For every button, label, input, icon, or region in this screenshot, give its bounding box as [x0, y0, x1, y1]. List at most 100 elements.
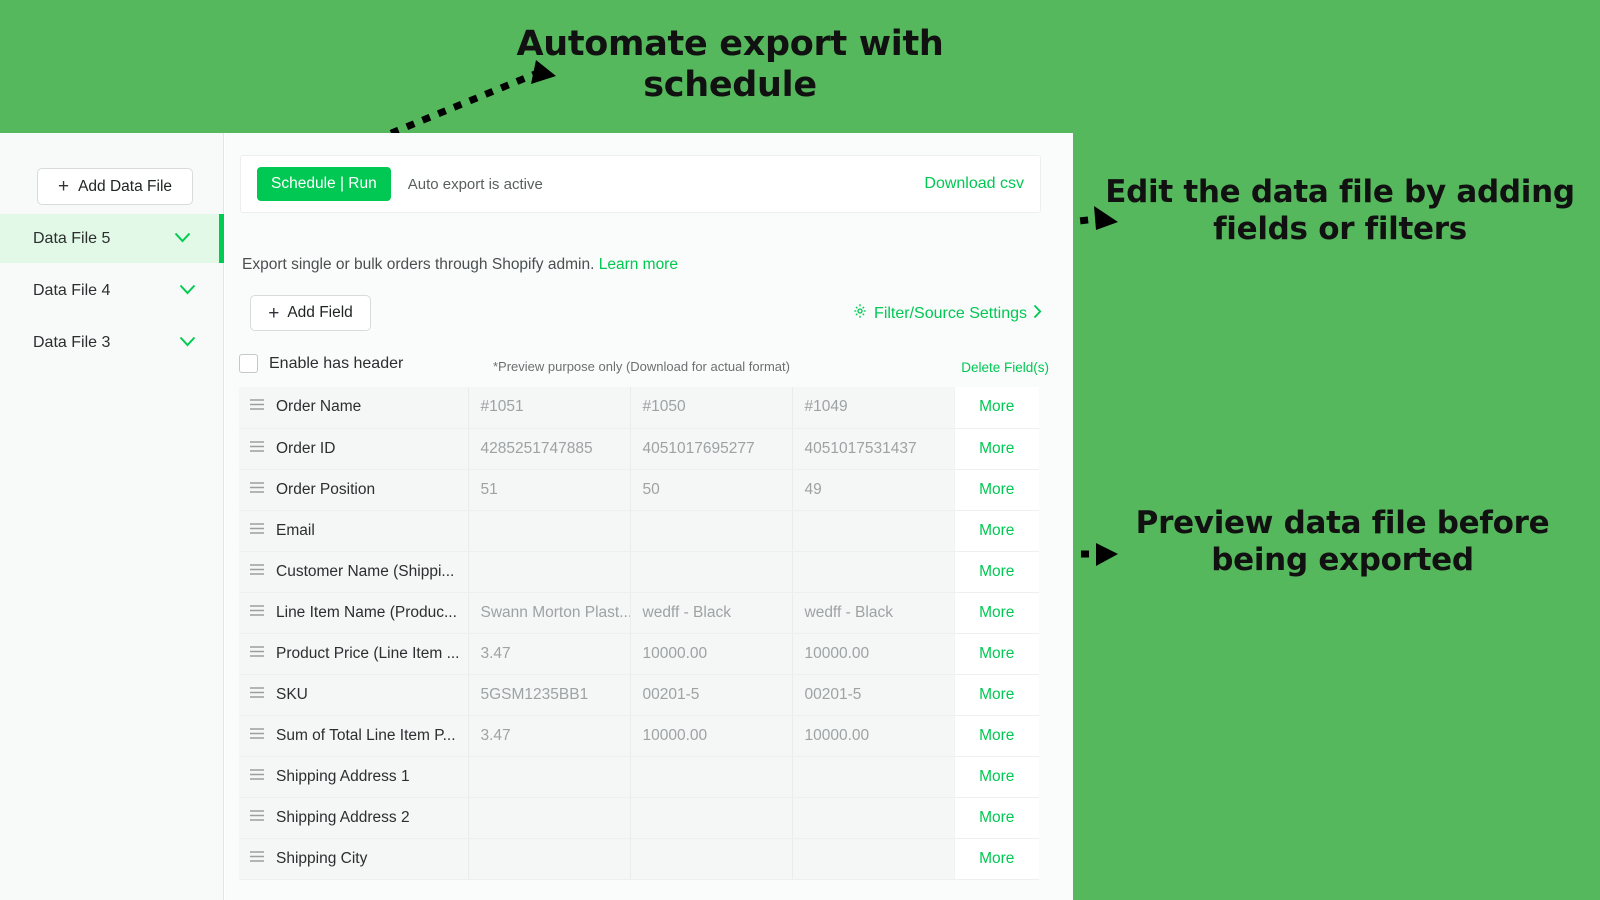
preview-value-cell — [629, 510, 792, 552]
preview-value-cell: 00201-5 — [629, 674, 792, 716]
sidebar-item-data-file-5[interactable]: Data File 5 — [0, 214, 224, 263]
drag-handle-icon[interactable] — [249, 727, 265, 745]
enable-has-header-label: Enable has header — [269, 354, 404, 372]
schedule-run-button[interactable]: Schedule | Run — [257, 167, 391, 201]
field-name-label: Sum of Total Line Item P... — [276, 726, 456, 744]
preview-value-cell — [791, 510, 954, 552]
preview-value-cell: 49 — [791, 469, 954, 511]
more-button[interactable]: More — [953, 387, 1039, 429]
drag-handle-icon[interactable] — [249, 604, 265, 622]
field-name-cell: Order Name — [239, 387, 468, 429]
table-row: Shipping Address 2 More — [239, 797, 1039, 839]
export-description-text: Export single or bulk orders through Sho… — [242, 256, 595, 273]
more-button[interactable]: More — [953, 633, 1039, 675]
field-name-label: Customer Name (Shippi... — [276, 562, 455, 580]
more-button[interactable]: More — [953, 715, 1039, 757]
table-row: Email More — [239, 510, 1039, 552]
add-field-label: Add Field — [287, 304, 353, 321]
gear-icon — [852, 303, 868, 324]
chevron-down-icon[interactable] — [179, 334, 196, 352]
drag-handle-icon[interactable] — [249, 809, 265, 827]
preview-value-cell: 10000.00 — [791, 633, 954, 675]
filter-source-settings-label: Filter/Source Settings — [874, 304, 1027, 322]
more-button[interactable]: More — [953, 428, 1039, 470]
callout-edit-data-file: Edit the data file by adding fields or f… — [1105, 174, 1575, 247]
drag-handle-icon[interactable] — [249, 440, 265, 458]
preview-value-cell: #1049 — [791, 387, 954, 429]
add-data-file-button[interactable]: + Add Data File — [37, 168, 193, 205]
field-name-label: Email — [276, 521, 315, 539]
more-button[interactable]: More — [953, 551, 1039, 593]
table-header-strip: Enable has header *Preview purpose only … — [225, 354, 1073, 388]
preview-value-cell: 50 — [629, 469, 792, 511]
drag-handle-icon[interactable] — [249, 645, 265, 663]
preview-value-cell: #1050 — [629, 387, 792, 429]
drag-handle-icon[interactable] — [249, 850, 265, 868]
drag-handle-icon[interactable] — [249, 563, 265, 581]
preview-value-cell — [629, 838, 792, 880]
preview-purpose-note: *Preview purpose only (Download for actu… — [493, 359, 790, 374]
sidebar-item-label: Data File 3 — [33, 333, 111, 351]
app-window: + Add Data File Data File 5 Data File 4 … — [0, 133, 1073, 900]
add-data-file-label: Add Data File — [78, 177, 173, 195]
callout-preview-data-file: Preview data file before being exported — [1135, 505, 1550, 578]
table-row: Customer Name (Shippi... More — [239, 551, 1039, 593]
table-row: Shipping City More — [239, 838, 1039, 880]
more-button[interactable]: More — [953, 756, 1039, 798]
enable-has-header-control[interactable]: Enable has header — [239, 354, 403, 373]
preview-value-cell — [791, 756, 954, 798]
field-name-label: Shipping Address 2 — [276, 808, 410, 826]
download-csv-link[interactable]: Download csv — [924, 175, 1024, 192]
more-button[interactable]: More — [953, 510, 1039, 552]
preview-value-cell — [629, 756, 792, 798]
more-button[interactable]: More — [953, 797, 1039, 839]
drag-handle-icon[interactable] — [249, 768, 265, 786]
preview-value-cell: 10000.00 — [629, 715, 792, 757]
add-field-button[interactable]: + Add Field — [250, 295, 371, 331]
delete-fields-link[interactable]: Delete Field(s) — [961, 360, 1049, 375]
more-button[interactable]: More — [953, 838, 1039, 880]
preview-value-cell: 4285251747885 — [467, 428, 630, 470]
field-name-label: Order ID — [276, 439, 336, 457]
callout-automate-export: Automate export with schedule — [516, 24, 944, 106]
field-name-cell: Line Item Name (Produc... — [239, 592, 468, 634]
plus-icon: + — [268, 302, 280, 324]
chevron-down-icon[interactable] — [174, 230, 191, 248]
preview-value-cell: 10000.00 — [629, 633, 792, 675]
drag-handle-icon[interactable] — [249, 481, 265, 499]
plus-icon: + — [57, 176, 70, 197]
preview-value-cell: wedff - Black — [791, 592, 954, 634]
preview-value-cell — [629, 797, 792, 839]
sidebar-item-data-file-4[interactable]: Data File 4 — [0, 266, 224, 315]
field-name-cell: Sum of Total Line Item P... — [239, 715, 468, 757]
preview-value-cell: wedff - Black — [629, 592, 792, 634]
preview-value-cell: 3.47 — [467, 633, 630, 675]
learn-more-link[interactable]: Learn more — [598, 256, 678, 273]
preview-value-cell: 10000.00 — [791, 715, 954, 757]
drag-handle-icon[interactable] — [249, 398, 265, 416]
chevron-down-icon[interactable] — [179, 282, 196, 300]
preview-value-cell — [791, 838, 954, 880]
sidebar: + Add Data File Data File 5 Data File 4 … — [0, 133, 224, 900]
more-button[interactable]: More — [953, 469, 1039, 511]
sidebar-item-data-file-3[interactable]: Data File 3 — [0, 318, 224, 367]
sidebar-item-label: Data File 5 — [33, 229, 111, 247]
main-content: Schedule | Run Auto export is active Dow… — [225, 133, 1073, 900]
preview-value-cell — [629, 551, 792, 593]
field-name-label: Product Price (Line Item ... — [276, 644, 460, 662]
field-name-label: Shipping City — [276, 849, 368, 867]
more-button[interactable]: More — [953, 592, 1039, 634]
export-description: Export single or bulk orders through Sho… — [242, 256, 678, 274]
drag-handle-icon[interactable] — [249, 686, 265, 704]
filter-source-settings-link[interactable]: Filter/Source Settings — [852, 303, 1042, 324]
enable-has-header-checkbox[interactable] — [239, 354, 258, 373]
more-button[interactable]: More — [953, 674, 1039, 716]
field-name-label: Order Position — [276, 480, 376, 498]
drag-handle-icon[interactable] — [249, 522, 265, 540]
preview-value-cell — [467, 838, 630, 880]
